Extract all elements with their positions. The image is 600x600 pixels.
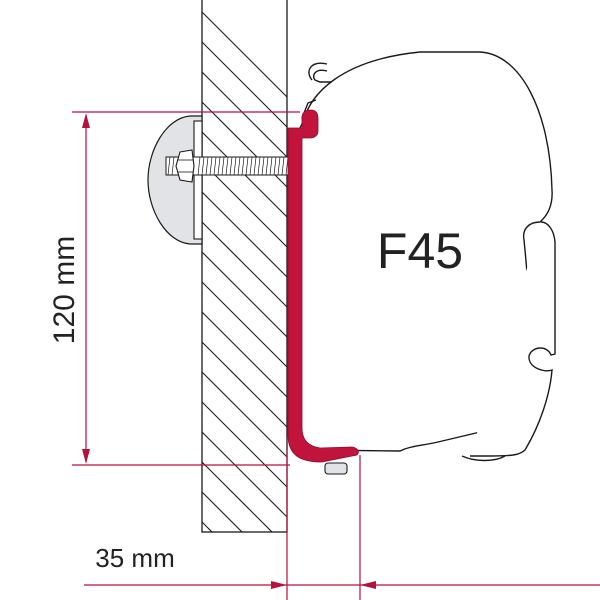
wall-section xyxy=(201,0,288,533)
product-label: F45 xyxy=(377,223,463,279)
awning-housing xyxy=(298,51,556,462)
arrowhead-right-icon xyxy=(271,581,287,589)
arrowhead-up-icon xyxy=(82,113,90,128)
bolt xyxy=(165,149,293,183)
dimension-lines xyxy=(72,111,600,600)
nut xyxy=(175,149,195,183)
vertical-dimension-label: 120 mm xyxy=(48,236,81,344)
backing-plate xyxy=(147,115,203,245)
bottom-screw xyxy=(324,462,348,475)
arrowhead-down-icon xyxy=(82,449,90,464)
horizontal-dimension-label: 35 mm xyxy=(95,543,174,573)
washer xyxy=(193,120,203,240)
adapter-bracket xyxy=(287,109,359,463)
arrowhead-left-icon xyxy=(360,581,376,589)
